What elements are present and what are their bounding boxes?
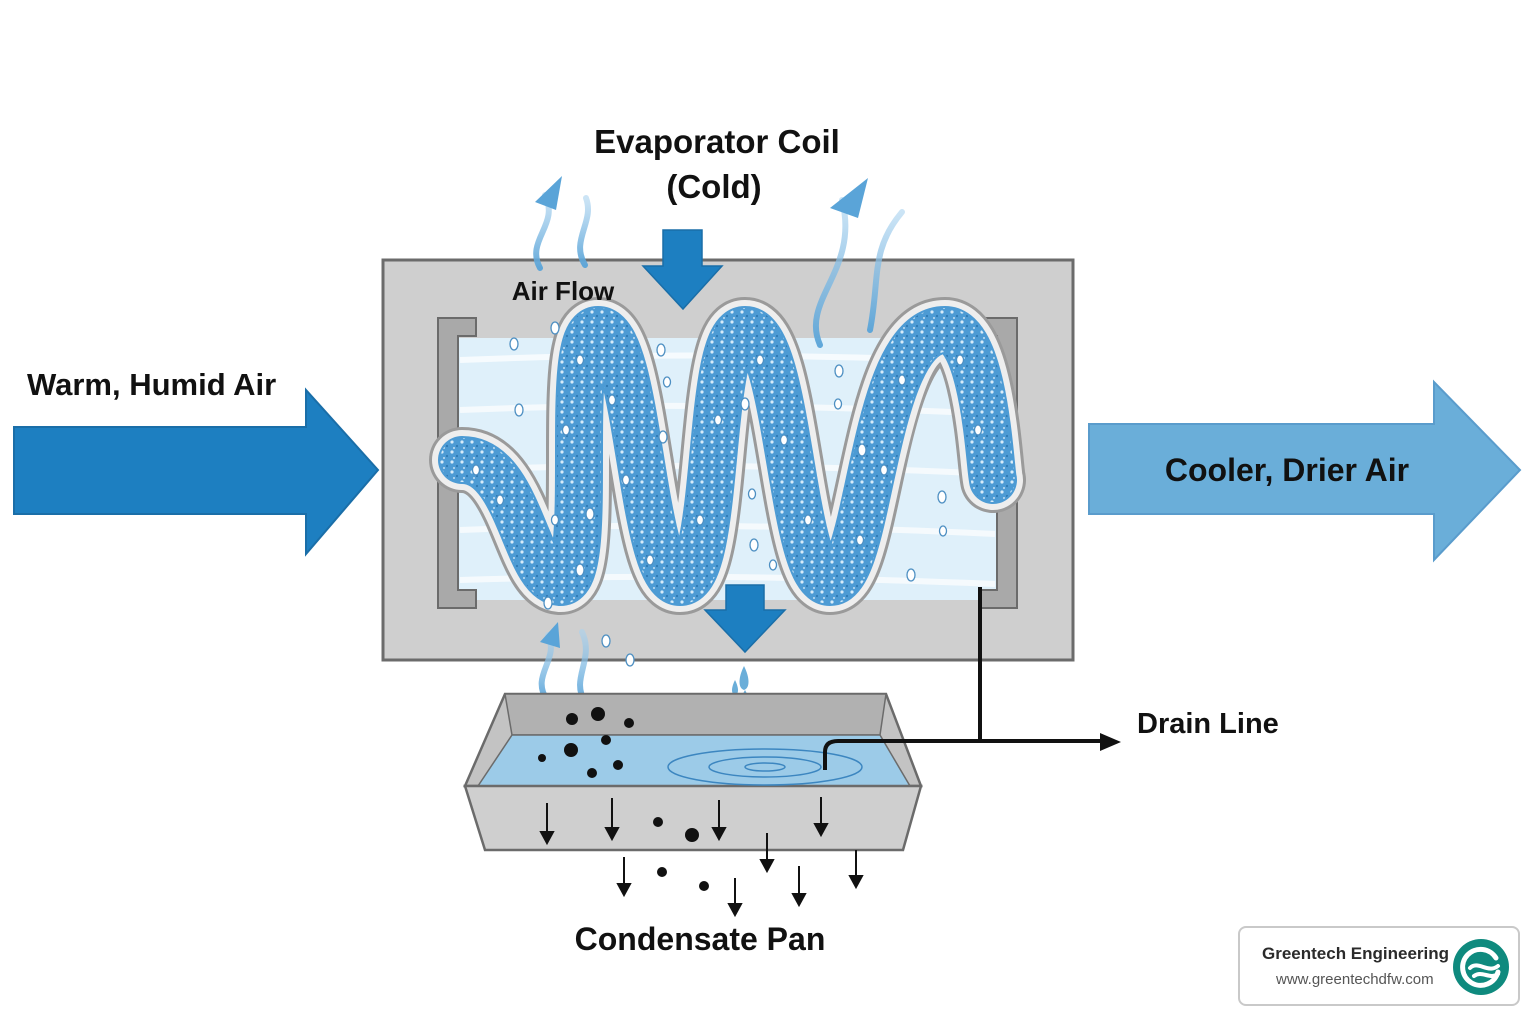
coil-title-line2: (Cold) xyxy=(666,168,761,205)
evaporator-coil xyxy=(429,297,1026,615)
particles xyxy=(538,707,709,891)
brand-logo-icon xyxy=(1453,939,1509,995)
condensation-droplets xyxy=(471,321,983,667)
output-air-label: Cooler, Drier Air xyxy=(1165,452,1409,488)
water-ripples xyxy=(667,748,863,786)
warm-air-arrow xyxy=(13,387,380,557)
coil-title-line1: Evaporator Coil xyxy=(594,123,840,160)
condensate-pan-label: Condensate Pan xyxy=(575,921,826,957)
drain-line-label: Drain Line xyxy=(1137,708,1279,740)
air-down-arrow xyxy=(641,229,724,311)
input-air-label: Warm, Humid Air xyxy=(27,367,276,402)
drain-line xyxy=(823,587,1102,770)
seepage-arrows xyxy=(539,797,864,918)
air-flow-label: Air Flow xyxy=(512,276,615,306)
dry-air-arrow xyxy=(1088,379,1522,563)
brand-name: Greentech Engineering xyxy=(1262,944,1450,963)
brand-card: Greentech Engineering www.greentechdfw.c… xyxy=(1238,926,1520,1006)
wisp-arrowheads xyxy=(535,176,868,648)
condensate-pan xyxy=(463,692,923,852)
brand-url: www.greentechdfw.com xyxy=(1276,971,1434,988)
drain-arrowhead xyxy=(1100,733,1121,751)
water-down-arrow xyxy=(703,584,787,654)
